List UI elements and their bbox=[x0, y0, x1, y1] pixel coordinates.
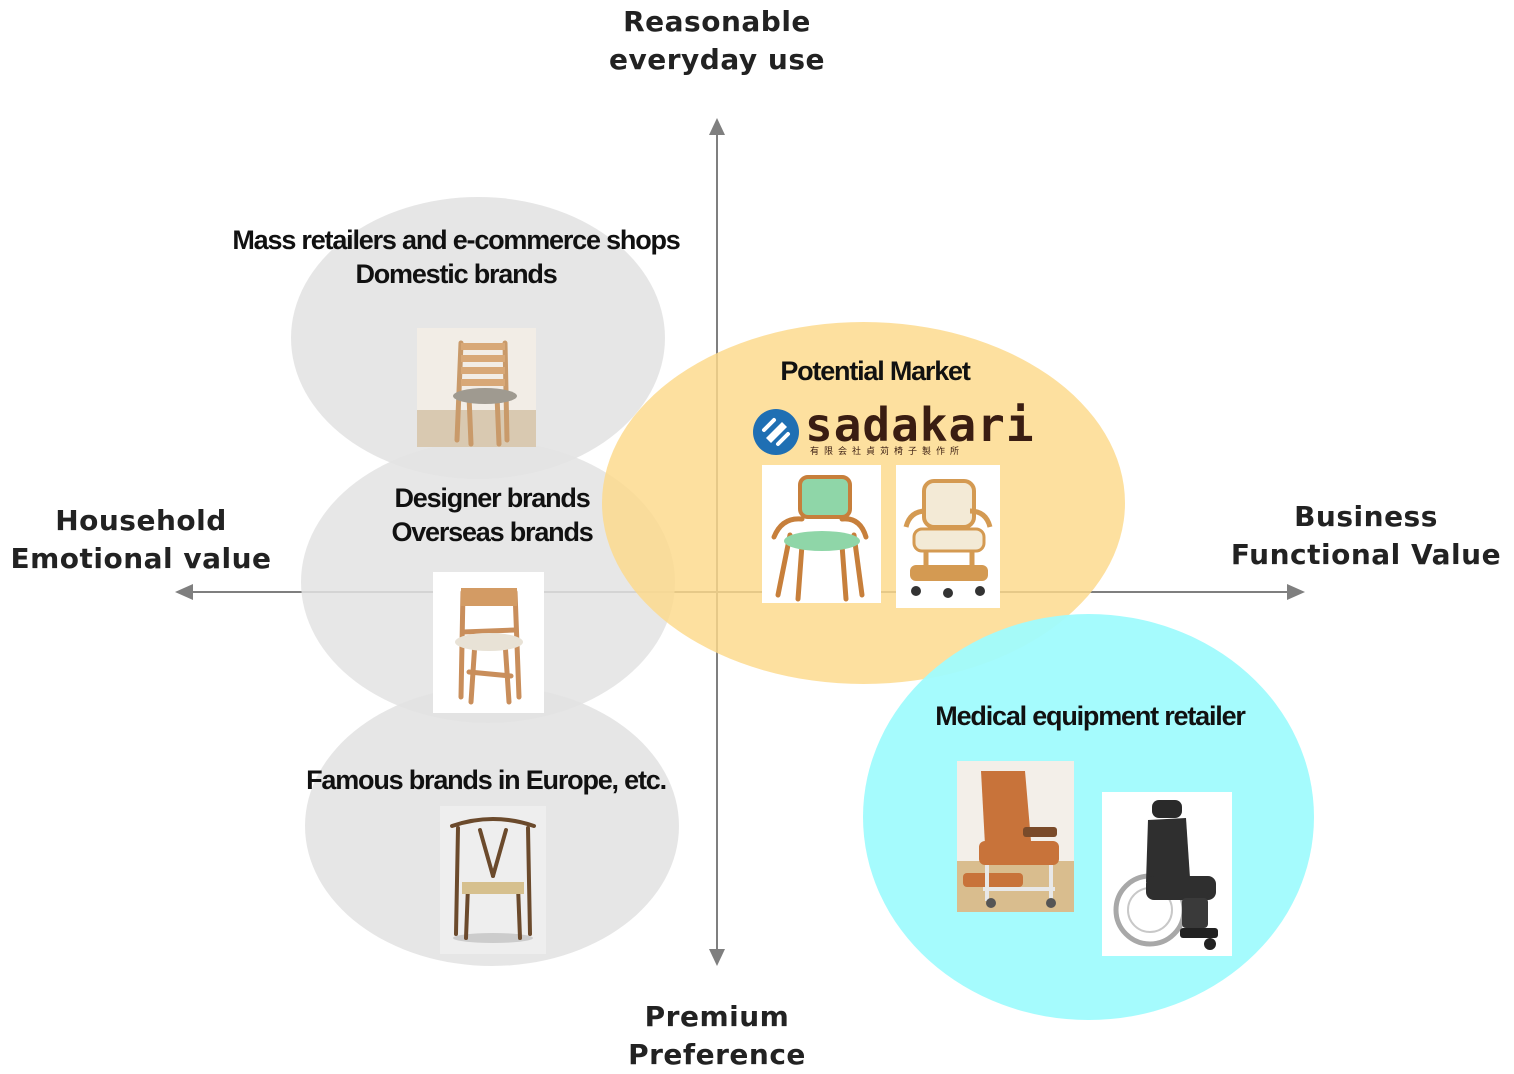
group-title-potential-line1: Potential Market bbox=[780, 356, 971, 386]
group-title-medical-line1: Medical equipment retailer bbox=[935, 701, 1246, 731]
axis-label-bottom-line1: Premium bbox=[644, 1000, 790, 1033]
ellipse-medical bbox=[863, 614, 1314, 1020]
axis-label-top-line2: everyday use bbox=[609, 43, 825, 76]
axis-label-bottom: Premium Preference bbox=[567, 998, 867, 1074]
photo-wishbone-chair bbox=[440, 806, 546, 954]
group-title-designer-line1: Designer brands bbox=[394, 483, 590, 513]
group-title-mass-retail-line2: Domestic brands bbox=[355, 259, 557, 289]
axis-label-top: Reasonable everyday use bbox=[567, 3, 867, 79]
axis-label-left-line1: Household bbox=[55, 504, 227, 537]
arrow-up-icon bbox=[709, 118, 725, 135]
photo-mass-retail-chair bbox=[417, 328, 536, 447]
group-title-mass-retail: Mass retailers and e-commerce shops Dome… bbox=[196, 223, 716, 291]
photo-designer-chair bbox=[433, 572, 544, 713]
arrow-right-icon bbox=[1287, 584, 1305, 600]
axis-label-right: Business Functional Value bbox=[1228, 498, 1504, 574]
photo-reclining-chair bbox=[957, 761, 1074, 912]
group-title-designer-line2: Overseas brands bbox=[391, 517, 593, 547]
axis-label-right-line2: Functional Value bbox=[1230, 538, 1502, 571]
sadakari-tagline: 有限会社貞苅椅子製作所 bbox=[810, 447, 965, 457]
arrow-left-icon bbox=[175, 584, 193, 600]
group-title-mass-retail-line1: Mass retailers and e-commerce shops bbox=[232, 225, 680, 255]
axis-label-left-line2: Emotional value bbox=[10, 542, 272, 575]
group-title-famous: Famous brands in Europe, etc. bbox=[266, 763, 706, 797]
sadakari-logo: sadakari 有限会社貞苅椅子製作所 bbox=[752, 402, 1034, 460]
group-title-famous-line1: Famous brands in Europe, etc. bbox=[306, 765, 667, 795]
axis-label-right-line1: Business bbox=[1294, 500, 1438, 533]
axis-label-left: Household Emotional value bbox=[8, 502, 274, 578]
group-title-medical: Medical equipment retailer bbox=[900, 699, 1280, 733]
axis-label-top-line1: Reasonable bbox=[623, 5, 811, 38]
group-title-designer: Designer brands Overseas brands bbox=[332, 481, 652, 549]
sadakari-mark-icon bbox=[753, 409, 799, 455]
axis-label-bottom-line2: Preference bbox=[628, 1038, 806, 1071]
photo-sadakari-caster-chair bbox=[896, 465, 1000, 608]
arrow-down-icon bbox=[709, 949, 725, 966]
photo-sadakari-green-chair bbox=[762, 465, 881, 603]
photo-wheelchair bbox=[1102, 792, 1232, 956]
group-title-potential-market: Potential Market bbox=[715, 354, 1035, 388]
sadakari-wordmark: sadakari bbox=[805, 398, 1035, 452]
